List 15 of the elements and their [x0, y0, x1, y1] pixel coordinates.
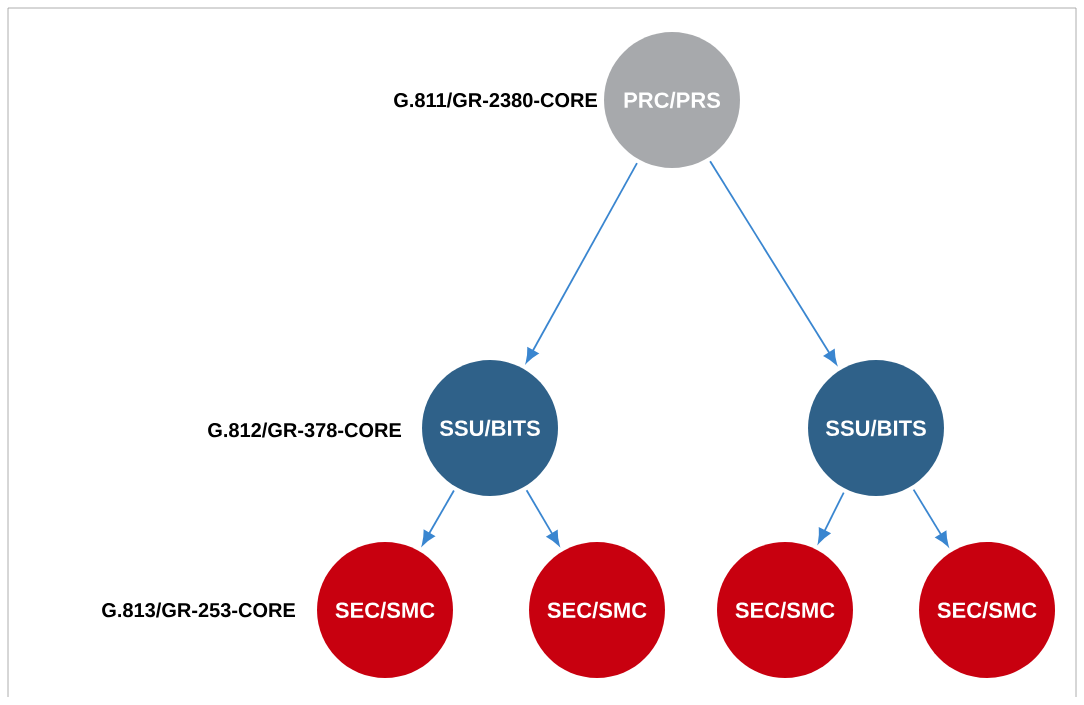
arrow — [525, 489, 560, 546]
arrow — [421, 489, 455, 546]
circle-node: SEC/SMC — [717, 542, 853, 678]
arrow — [817, 491, 845, 544]
circle-node: SSU/BITS — [422, 360, 558, 496]
level-label: G.813/GR-253-CORE — [102, 602, 295, 618]
arrow — [525, 162, 638, 363]
arrow — [912, 488, 949, 547]
circle-node: PRC/PRS — [604, 32, 740, 168]
circle-node: SSU/BITS — [808, 360, 944, 496]
level-label: G.812/GR-378-CORE — [208, 422, 401, 438]
circle-node: SEC/SMC — [317, 542, 453, 678]
circle-node: SEC/SMC — [919, 542, 1055, 678]
arrow — [709, 160, 837, 365]
circle-node: SEC/SMC — [529, 542, 665, 678]
